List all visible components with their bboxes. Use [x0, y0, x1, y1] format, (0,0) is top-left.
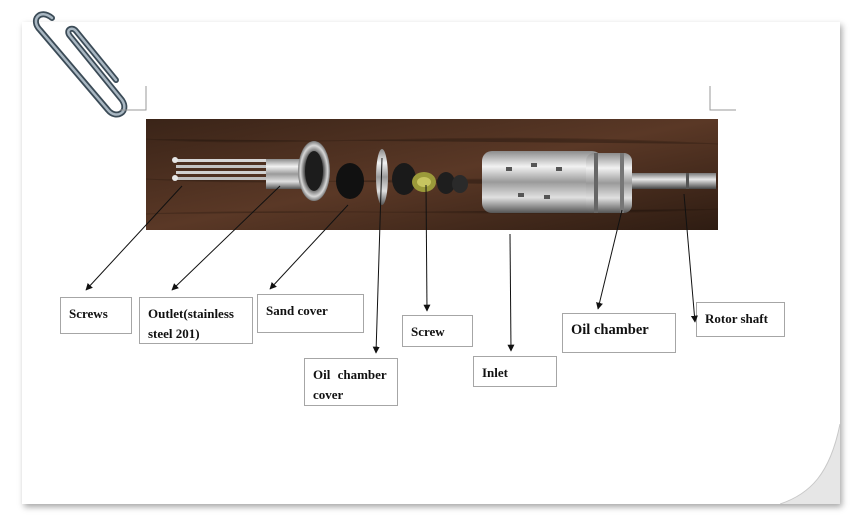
label-inlet: Inlet — [473, 356, 557, 387]
label-screws: Screws — [60, 297, 132, 334]
component-photo — [146, 119, 718, 230]
oil-chamber-part — [586, 153, 632, 213]
label-oil-chamber-cover: Oil chamber cover — [304, 358, 398, 406]
crop-mark-left — [120, 86, 147, 111]
label-sand-cover: Sand cover — [257, 294, 364, 333]
page-curl-icon — [780, 424, 840, 504]
rotor-shaft-part — [632, 173, 716, 189]
crop-mark-right — [709, 86, 736, 111]
screws-part — [172, 157, 276, 181]
sand-cover-part — [336, 163, 364, 199]
oil-chamber-cover-part — [376, 149, 388, 205]
inlet-part — [482, 151, 602, 213]
paperclip-icon — [32, 11, 128, 118]
screw-part — [392, 163, 468, 195]
label-screw: Screw — [402, 315, 473, 347]
outlet-part — [266, 141, 330, 201]
label-rotor-shaft: Rotor shaft — [696, 302, 785, 337]
label-outlet: Outlet(stainless steel 201) — [139, 297, 253, 344]
label-oil-chamber: Oil chamber — [562, 313, 676, 353]
